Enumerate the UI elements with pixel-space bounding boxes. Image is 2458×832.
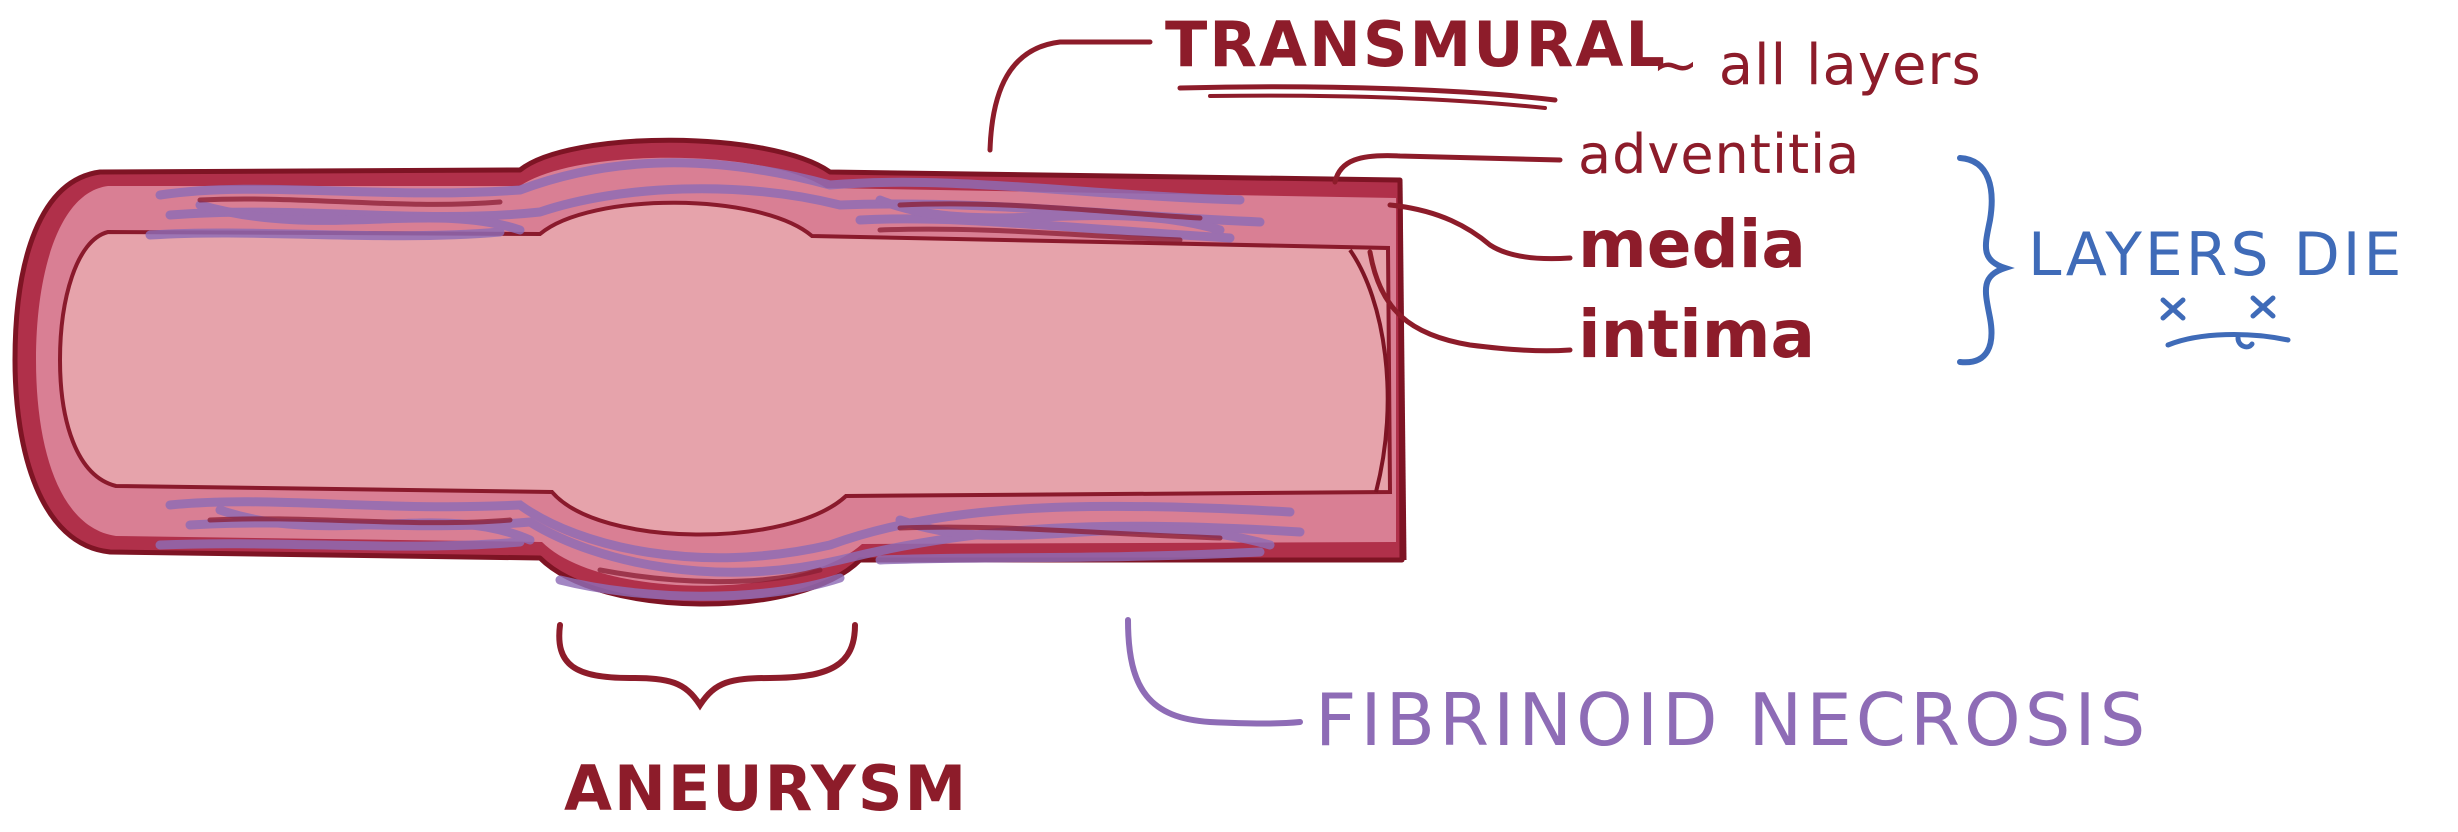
dead-face-icon [2163, 298, 2288, 347]
vessel-lumen [60, 203, 1390, 535]
fibrinoid-necrosis-label: FIBRINOID NECROSIS [1315, 684, 2149, 756]
fibrinoid-leader-line [1128, 620, 1300, 724]
layers-curly-brace [1960, 158, 2005, 362]
aneurysm-curly-brace [559, 625, 855, 705]
adventitia-label: adventitia [1578, 128, 1860, 182]
aneurysm-label: ANEURYSM [564, 758, 968, 820]
media-leader-line [1390, 205, 1570, 259]
transmural-underline-second [1210, 96, 1545, 108]
intima-label: intima [1578, 302, 1815, 368]
media-label: media [1578, 212, 1806, 278]
transmural-leader-line [990, 42, 1150, 150]
layers-die-label: LAYERS DIE [2028, 225, 2404, 285]
transmural-label: TRANSMURAL [1165, 14, 1667, 76]
all-layers-label: ~ all layers [1652, 38, 1982, 94]
